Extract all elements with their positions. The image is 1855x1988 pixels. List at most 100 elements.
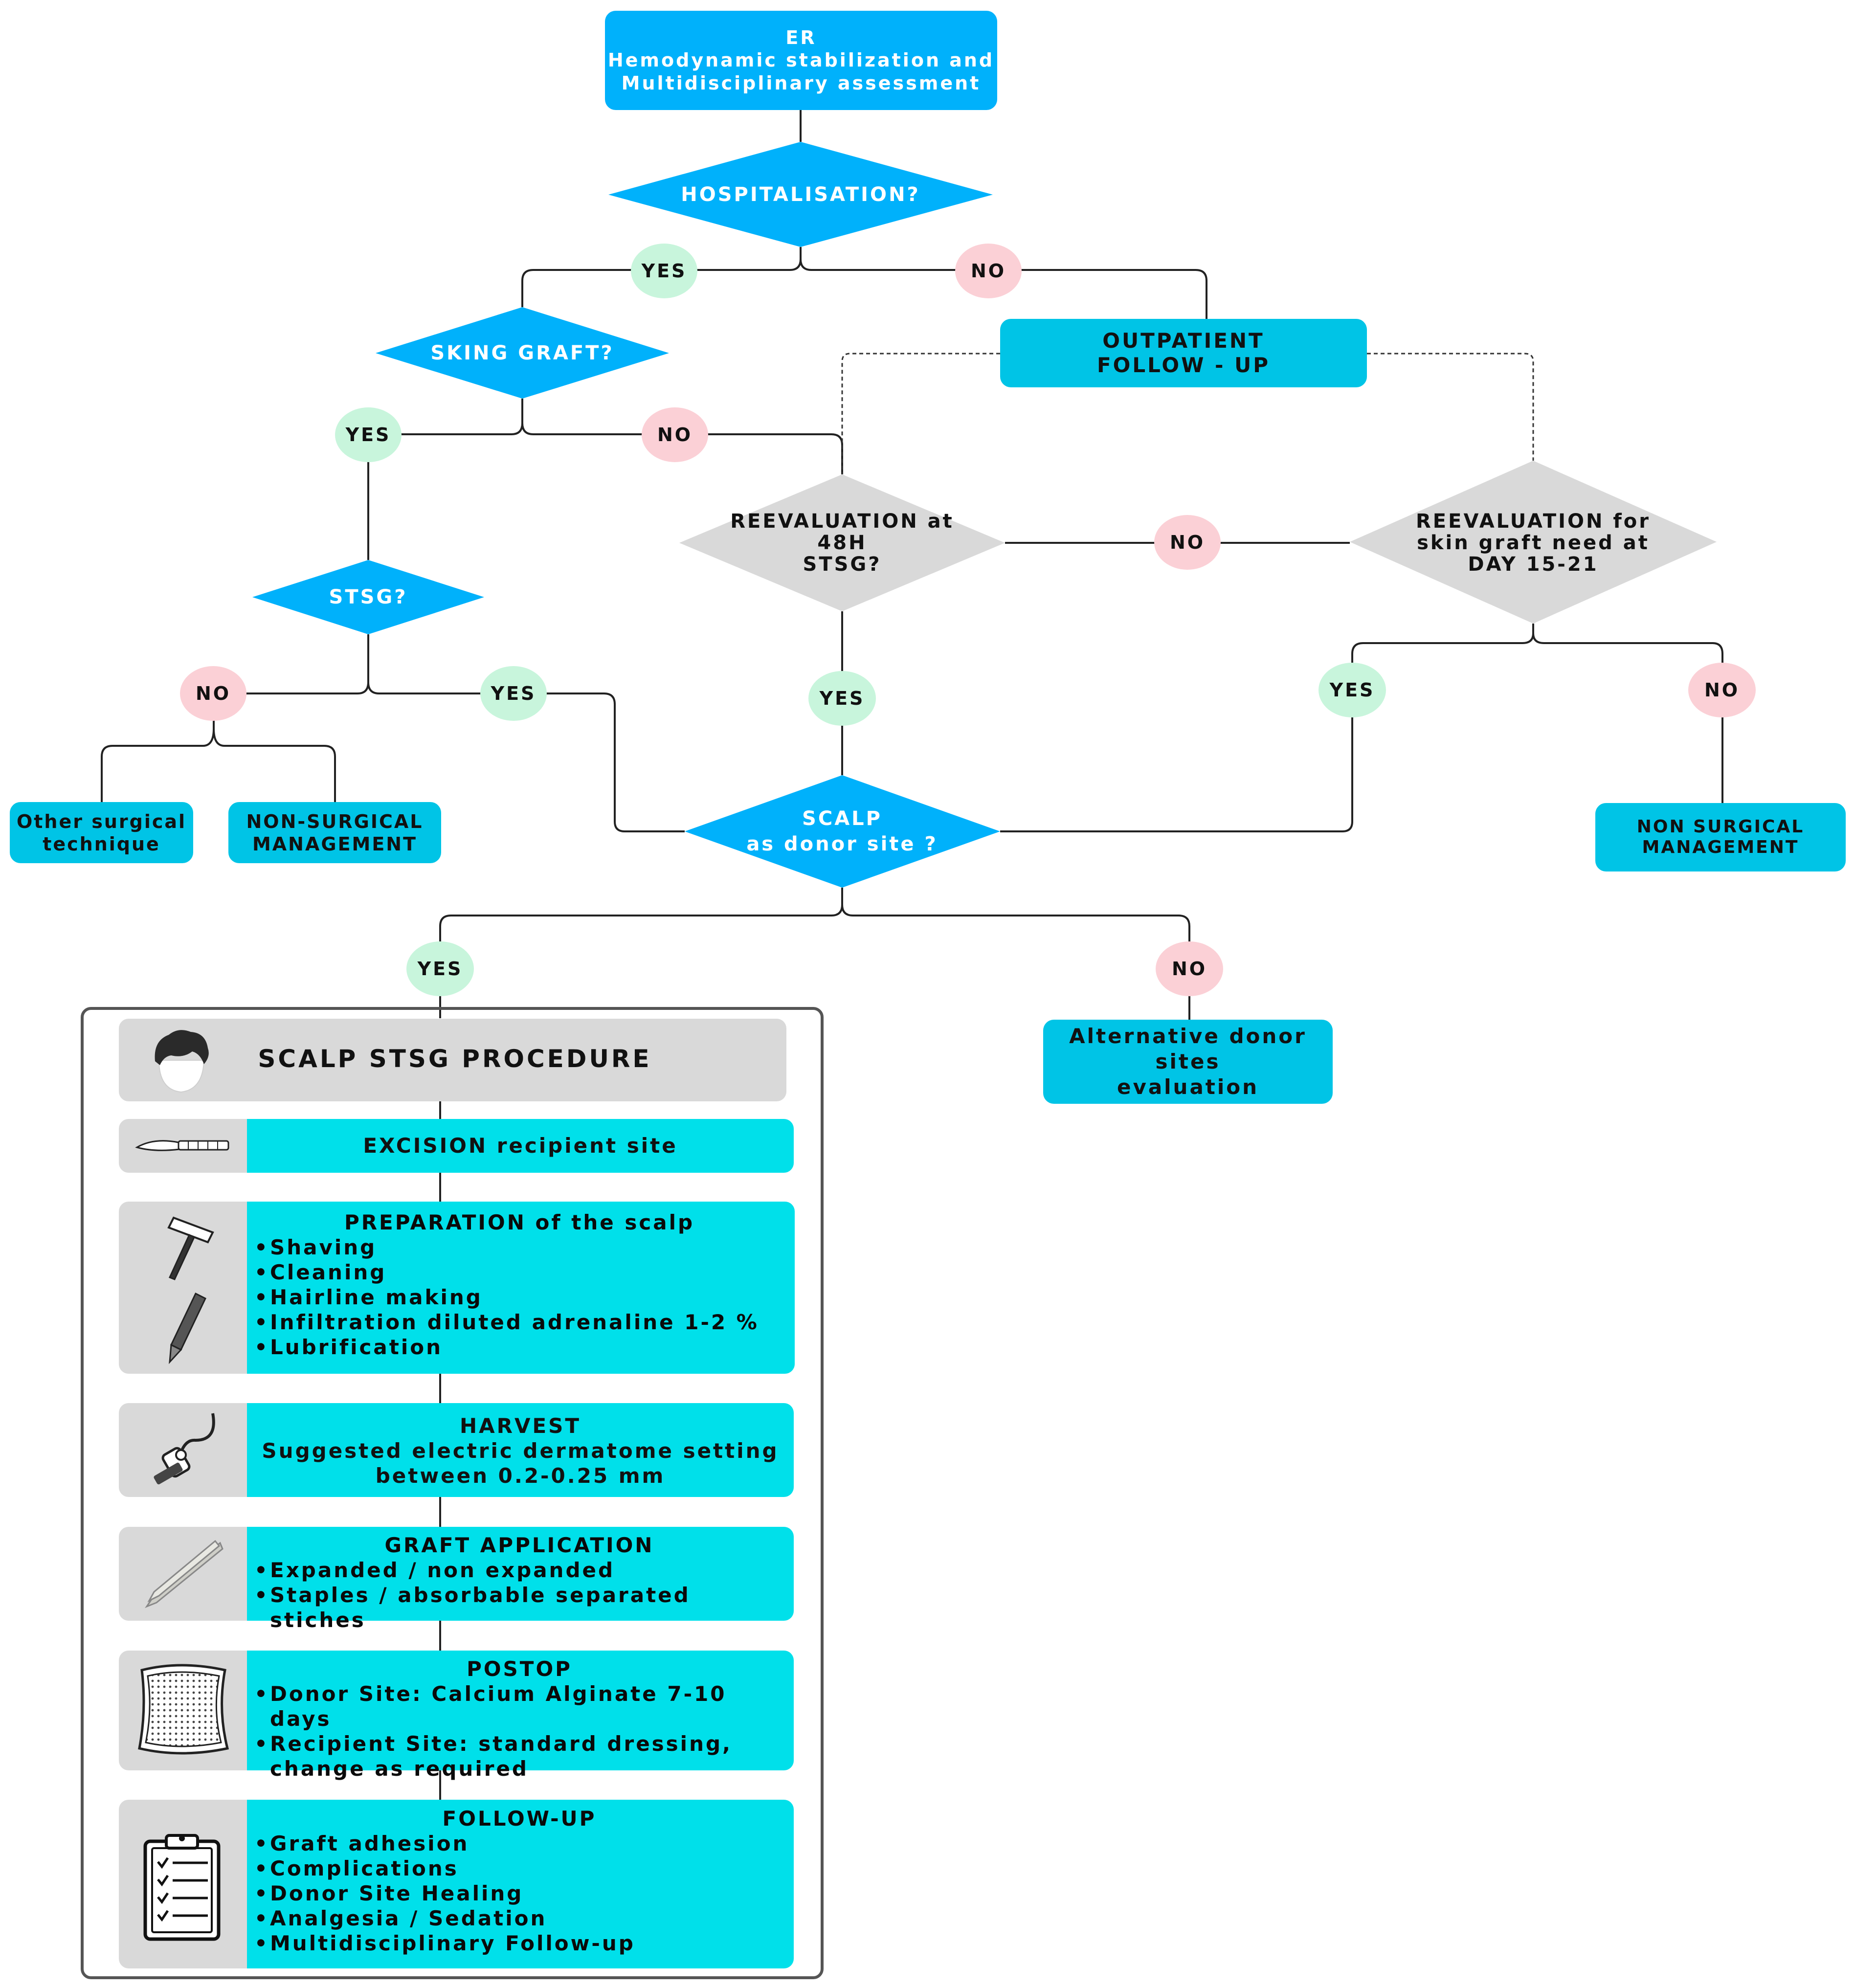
yes-badge-hospitalisation: YES bbox=[631, 244, 697, 298]
connector-lines bbox=[101, 110, 1723, 1800]
preparation-list: Shaving Cleaning Hairline making Infiltr… bbox=[250, 1235, 788, 1360]
excision-label: EXCISION recipient site bbox=[363, 1134, 678, 1158]
harvest-line1: Suggested electric dermatome setting bbox=[262, 1438, 779, 1463]
non-surgical-right-line1: NON SURGICAL bbox=[1636, 817, 1805, 837]
reeval-day-diamond bbox=[1350, 461, 1717, 624]
scalp-donor-label: SCALP as donor site ? bbox=[714, 802, 970, 861]
non-surgical-right-text: NON SURGICAL MANAGEMENT bbox=[1595, 803, 1846, 871]
yes-label: YES bbox=[641, 260, 687, 282]
alginate-dressing-icon bbox=[138, 1664, 229, 1755]
non-surgical-left-line1: NON-SURGICAL bbox=[246, 810, 424, 832]
no-label: NO bbox=[970, 260, 1006, 282]
yes-label: YES bbox=[1329, 679, 1375, 701]
er-line3: Multidisciplinary assessment bbox=[621, 72, 981, 94]
no-label: NO bbox=[657, 424, 693, 446]
procedure-title: SCALP STSG PROCEDURE bbox=[235, 1027, 675, 1091]
list-item: Complications bbox=[250, 1856, 788, 1881]
reeval-day-line3: DAY 15-21 bbox=[1468, 553, 1599, 576]
list-item: Analgesia / Sedation bbox=[250, 1906, 788, 1931]
reeval-48h-label: REEVALUATION at 48H STSG? bbox=[709, 504, 975, 582]
outpatient-text: OUTPATIENT FOLLOW - UP bbox=[1000, 319, 1367, 387]
stsg-diamond bbox=[252, 560, 484, 634]
no-badge-stsg: NO bbox=[180, 666, 246, 721]
reeval-48h-line1: REEVALUATION at bbox=[730, 510, 954, 533]
yes-badge-skin-graft: YES bbox=[335, 407, 402, 462]
list-item: Hairline making bbox=[250, 1285, 788, 1310]
dashed-connectors bbox=[841, 353, 1534, 474]
yes-badge-scalp: YES bbox=[406, 941, 474, 996]
procedure-title-bar bbox=[119, 1019, 786, 1101]
yes-label: YES bbox=[417, 958, 463, 980]
scalp-donor-line1: SCALP bbox=[802, 807, 882, 830]
scalpel-icon bbox=[135, 1140, 229, 1151]
list-item: Lubrification bbox=[250, 1335, 788, 1360]
list-item: Cleaning bbox=[250, 1260, 788, 1285]
reeval-48h-line2: 48H bbox=[817, 532, 867, 554]
excision-step bbox=[247, 1119, 794, 1173]
alternative-line2: evaluation bbox=[1117, 1075, 1259, 1099]
no-badge-hospitalisation: NO bbox=[955, 244, 1022, 298]
graft-application-list: Expanded / non expanded Staples / absorb… bbox=[250, 1558, 788, 1632]
yes-label: YES bbox=[491, 683, 536, 704]
yes-label: YES bbox=[345, 424, 391, 446]
head-icon bbox=[155, 1030, 209, 1093]
er-line1: ER bbox=[785, 26, 817, 48]
procedure-frame bbox=[81, 1007, 824, 1979]
list-item: Infiltration diluted adrenaline 1-2 % bbox=[250, 1310, 788, 1335]
other-surgical-text: Other surgical technique bbox=[10, 802, 193, 863]
harvest-line2: between 0.2-0.25 mm bbox=[375, 1463, 666, 1488]
postop-list: Donor Site: Calcium Alginate 7-10 days R… bbox=[250, 1681, 788, 1781]
reeval-48h-line3: STSG? bbox=[803, 553, 882, 576]
yes-badge-reeval-48h: YES bbox=[808, 671, 876, 726]
excision-text: EXCISION recipient site bbox=[247, 1119, 794, 1173]
preparation-title: PREPARATION of the scalp bbox=[344, 1210, 695, 1234]
procedure-title-text: SCALP STSG PROCEDURE bbox=[258, 1044, 652, 1073]
yes-label: YES bbox=[819, 688, 865, 709]
reeval-48h-diamond bbox=[679, 474, 1005, 611]
reeval-day-line2: skin graft need at bbox=[1417, 532, 1650, 554]
outpatient-line2: FOLLOW - UP bbox=[1096, 353, 1271, 377]
no-badge-scalp: NO bbox=[1156, 941, 1223, 996]
stsg-label: STSG? bbox=[284, 582, 453, 612]
no-badge-skin-graft: NO bbox=[642, 407, 708, 462]
no-label: NO bbox=[1704, 679, 1740, 701]
follow-up-title: FOLLOW-UP bbox=[442, 1807, 597, 1831]
harvest-step bbox=[247, 1403, 794, 1497]
hospitalisation-label: HOSPITALISATION? bbox=[636, 180, 965, 209]
hospitalisation-text: HOSPITALISATION? bbox=[681, 183, 920, 206]
postop-title: POSTOP bbox=[467, 1657, 572, 1681]
hospitalisation-diamond bbox=[608, 142, 993, 247]
preparation-text: PREPARATION of the scalp Shaving Cleanin… bbox=[250, 1210, 788, 1360]
alternative-line1: Alternative donor sites bbox=[1069, 1024, 1307, 1073]
harvest-text: HARVEST Suggested electric dermatome set… bbox=[247, 1407, 794, 1495]
dermatome-icon bbox=[154, 1413, 215, 1485]
no-badge-reeval-day: NO bbox=[1688, 663, 1756, 717]
follow-up-list: Graft adhesion Complications Donor Site … bbox=[250, 1831, 788, 1956]
yes-badge-stsg: YES bbox=[480, 666, 547, 721]
reeval-day-label: REEVALUATION for skin graft need at DAY … bbox=[1379, 504, 1687, 582]
non-surgical-right-box bbox=[1595, 803, 1846, 871]
clipboard-icon bbox=[143, 1834, 221, 1941]
no-label: NO bbox=[1171, 958, 1207, 980]
stsg-text: STSG? bbox=[329, 585, 408, 608]
follow-up-text: FOLLOW-UP Graft adhesion Complications D… bbox=[250, 1806, 788, 1956]
non-surgical-left-line2: MANAGEMENT bbox=[252, 833, 418, 855]
list-item: Recipient Site: standard dressing, chang… bbox=[250, 1731, 788, 1781]
list-item: Multidisciplinary Follow-up bbox=[250, 1931, 788, 1956]
harvest-title: HARVEST bbox=[459, 1413, 581, 1438]
yes-badge-reeval-day: YES bbox=[1319, 663, 1386, 717]
other-surgical-box bbox=[10, 802, 193, 863]
er-box bbox=[605, 11, 997, 110]
no-badge-reeval: NO bbox=[1154, 515, 1221, 570]
no-label: NO bbox=[1169, 532, 1206, 553]
graft-application-title: GRAFT APPLICATION bbox=[384, 1533, 654, 1557]
other-surgical-line1: Other surgical bbox=[16, 810, 187, 832]
skin-graft-text: SKING GRAFT? bbox=[430, 341, 614, 364]
reeval-day-line1: REEVALUATION for bbox=[1416, 510, 1651, 533]
razor-icon bbox=[167, 1216, 214, 1280]
outpatient-box bbox=[1000, 319, 1367, 387]
outpatient-line1: OUTPATIENT bbox=[1102, 329, 1265, 353]
list-item: Expanded / non expanded bbox=[250, 1558, 788, 1583]
